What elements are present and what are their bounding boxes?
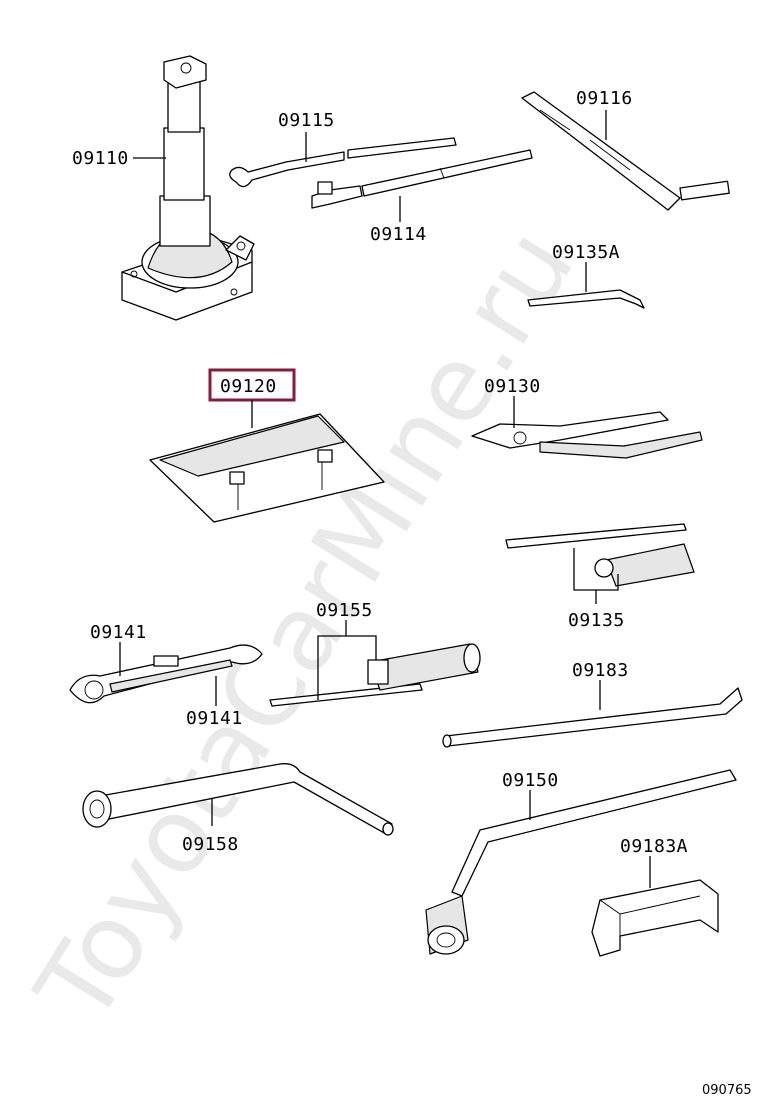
label-09183: 09183: [572, 660, 629, 681]
label-09150: 09150: [502, 770, 559, 791]
label-09130: 09130: [484, 376, 541, 397]
jack-illustration: [121, 55, 255, 321]
label-09155: 09155: [316, 600, 373, 621]
bar-09116-illustration: [521, 91, 730, 211]
label-09116: 09116: [576, 88, 633, 109]
wheel-wrench-09150-illustration: [425, 769, 737, 955]
label-09135: 09135: [568, 610, 625, 631]
socket-tool-09155-illustration: [269, 643, 481, 707]
lever-09183-illustration: [442, 687, 743, 748]
rod-09115-illustration: [229, 137, 457, 188]
l-wrench-09158-illustration: [82, 763, 394, 836]
screwdriver-illustration: [505, 523, 695, 587]
tool-bag-illustration: [149, 413, 385, 523]
label-09114: 09114: [370, 224, 427, 245]
label-09183A: 09183A: [620, 836, 688, 857]
pliers-illustration: [471, 411, 703, 459]
rod-09114-illustration: [311, 149, 533, 209]
wrench-09141-illustration: [69, 644, 263, 704]
label-09141-top: 09141: [90, 622, 147, 643]
label-09141-bottom: 09141: [186, 708, 243, 729]
label-09120[interactable]: 09120: [220, 376, 277, 397]
label-09135A: 09135A: [552, 242, 620, 263]
label-09158: 09158: [182, 834, 239, 855]
label-09115: 09115: [278, 110, 335, 131]
diagram-code: 090765: [702, 1083, 752, 1098]
clip-09183A-illustration: [591, 879, 719, 957]
label-09110: 09110: [72, 148, 129, 169]
tool-09135A-illustration: [527, 289, 645, 309]
